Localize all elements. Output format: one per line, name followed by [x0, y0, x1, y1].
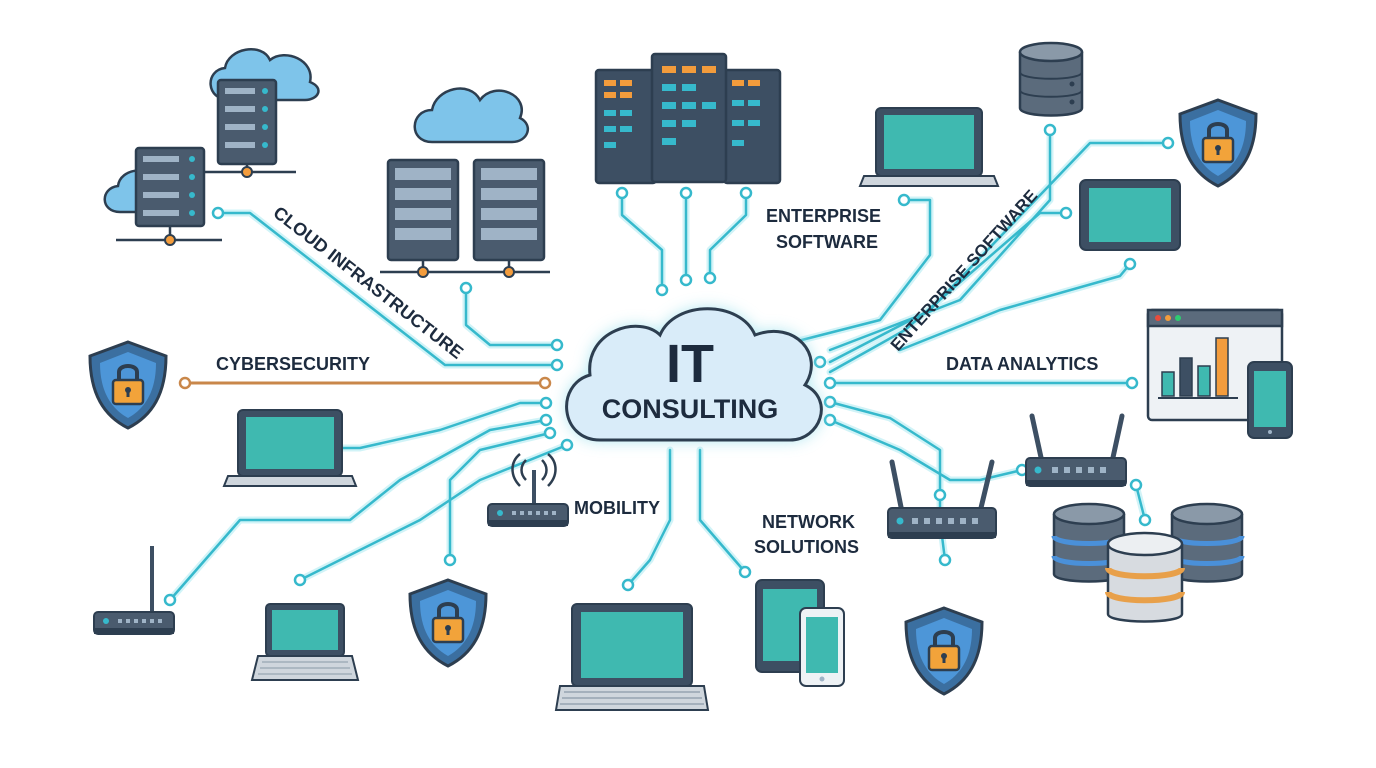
phone-icon [1247, 361, 1293, 439]
shield-lock-icon [408, 578, 488, 668]
label-cybersecurity: CYBERSECURITY [216, 354, 370, 374]
laptop-icon [858, 107, 1000, 187]
router-icon [1025, 413, 1127, 487]
cloud-server-group-left [103, 48, 320, 246]
shield-lock-icon [88, 340, 168, 430]
label-network-solutions-line1: NETWORK [762, 512, 855, 532]
center-title-it: IT [666, 334, 714, 394]
server-tower-group [594, 52, 782, 185]
server-rack-icon [134, 146, 206, 228]
tablet-icon [1079, 179, 1181, 251]
cloud-server-group-center [380, 87, 550, 278]
server-tower-icon [594, 68, 658, 185]
router-icon [887, 459, 997, 539]
center-cloud: IT CONSULTING [565, 307, 823, 442]
server-rack-icon [216, 78, 278, 166]
center-title-consulting: CONSULTING [602, 394, 779, 424]
server-tower-icon [650, 52, 728, 184]
cloud-icon [413, 87, 530, 144]
server-tower-icon [722, 68, 782, 185]
shield-lock-icon [904, 606, 984, 696]
label-mobility: MOBILITY [574, 498, 660, 518]
label-network-solutions-line2: SOLUTIONS [754, 537, 859, 557]
connection-lines [166, 126, 1172, 604]
router-icon [93, 546, 175, 635]
label-enterprise-software-diagonal: ENTERPRISE SOFTWARE [887, 186, 1041, 355]
shield-lock-icon [1178, 98, 1258, 188]
phone-icon [799, 607, 845, 687]
laptop-icon [222, 409, 358, 487]
laptop-icon [250, 603, 360, 681]
label-data-analytics: DATA ANALYTICS [946, 354, 1098, 374]
label-enterprise-software-line2: SOFTWARE [776, 232, 878, 252]
laptop-icon [554, 603, 710, 711]
database-icon [1108, 533, 1182, 622]
server-rack-icon [472, 158, 546, 262]
server-rack-icon [386, 158, 460, 262]
label-enterprise-software-line1: ENTERPRISE [766, 206, 881, 226]
database-icon [1018, 41, 1084, 117]
wifi-router-icon [487, 453, 569, 527]
